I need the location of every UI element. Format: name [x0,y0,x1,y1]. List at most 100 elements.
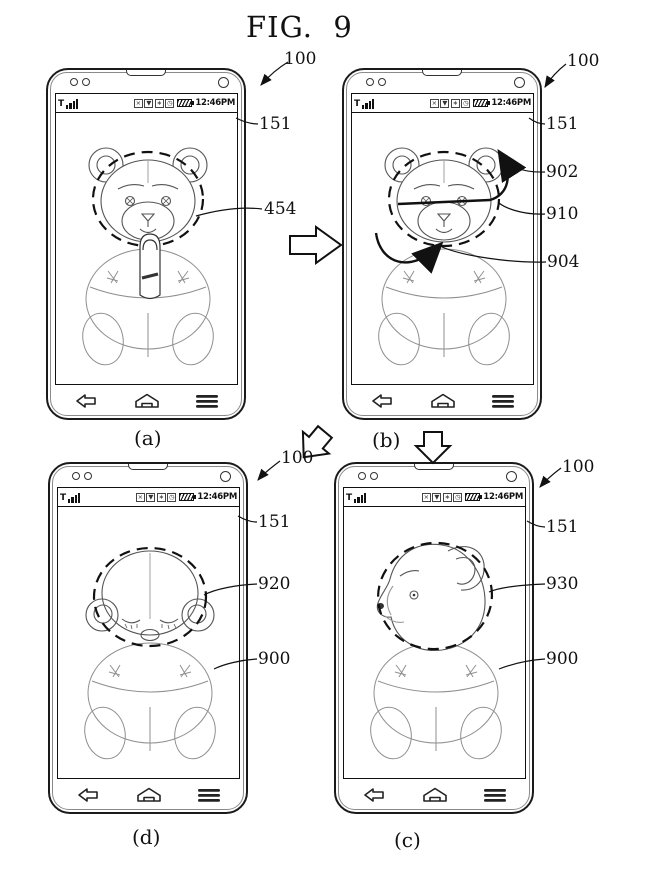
home-button-icon [422,787,448,803]
battery-icon [176,99,194,107]
pointer-line-100-b [544,63,567,89]
caption-d: (d) [132,825,161,849]
back-button-icon [362,787,386,803]
earpiece-speaker [422,70,462,76]
wifi-icon: ▼ [440,98,450,108]
ref-label-151-d: 151 [258,512,291,532]
status-time: 12:46PM [197,492,237,502]
earpiece-speaker [126,70,166,76]
status-time: 12:46PM [491,98,531,108]
sensor-dot-icon [72,472,80,480]
status-bar: T × ▼ ∗ ◷ 12:46PM [58,488,239,507]
bear-body [370,642,502,760]
home-button-icon [134,393,160,409]
close-box-icon: × [429,98,439,108]
ref-label-900-c: 900 [546,649,579,669]
signal-strength-icon: T [60,491,80,503]
pointer-line-100-c [539,467,562,488]
sensor-dot-icon [70,78,78,86]
back-button-icon [370,393,394,409]
back-button-icon [74,393,98,409]
front-camera-icon [218,77,229,88]
wifi-icon: ▼ [146,492,156,502]
menu-button-icon [198,788,220,803]
bluetooth-icon: ∗ [154,98,164,108]
status-time: 12:46PM [483,492,523,502]
close-box-icon: × [421,492,431,502]
ref-label-151-a: 151 [259,114,292,134]
front-camera-icon [514,77,525,88]
bear-head [384,147,504,243]
ref-label-151-c: 151 [546,517,579,537]
pointer-line-100-d [257,460,281,481]
ref-label-930: 930 [546,574,579,594]
display-151-a: T × ▼ ∗ ◷ 12:46PM [55,93,238,385]
signal-strength-icon: T [346,491,366,503]
caption-b: (b) [372,428,401,452]
earpiece-speaker [414,464,454,470]
menu-button-icon [484,788,506,803]
battery-icon [464,493,482,501]
teddy-bear-image-a [82,147,214,366]
phone-c: T × ▼ ∗ ◷ 12:46PM [334,462,534,814]
sensor-dot-icon [370,472,378,480]
teddy-bear-image-d [84,546,216,760]
ref-label-100-b: 100 [567,51,600,71]
close-box-icon: × [133,98,143,108]
front-camera-icon [220,471,231,482]
bluetooth-icon: ∗ [442,492,452,502]
sensor-dot-icon [358,472,366,480]
status-time: 12:46PM [195,98,235,108]
sensor-dot-icon [82,78,90,86]
ref-label-900-d: 900 [258,649,291,669]
signal-strength-icon: T [354,97,374,109]
phone-d: T × ▼ ∗ ◷ 12:46PM [48,462,248,814]
ref-label-100-d: 100 [281,448,314,468]
flow-arrow-down [413,431,453,465]
flow-arrow-right [289,225,343,265]
bear-body [84,642,216,760]
teddy-bear-image-b [374,147,527,366]
ref-label-902: 902 [546,162,579,182]
caption-c: (c) [394,828,421,852]
caption-a: (a) [134,426,162,450]
display-151-d: T × ▼ ∗ ◷ 12:46PM [57,487,240,779]
home-button-icon [136,787,162,803]
phone-b: T × ▼ ∗ ◷ 12:46PM [342,68,542,420]
selected-region-outline [387,150,501,248]
phone-a: T × ▼ ∗ ◷ 12:46PM [46,68,246,420]
bluetooth-icon: ∗ [450,98,460,108]
ref-label-904: 904 [547,252,580,272]
rotated-region-outline-920 [92,546,208,648]
ref-label-454: 454 [264,199,297,219]
bear-head-profile [376,543,486,651]
status-bar: T × ▼ ∗ ◷ 12:46PM [352,94,533,113]
ref-label-100-a: 100 [284,49,317,69]
bear-head [88,147,208,243]
wifi-icon: ▼ [144,98,154,108]
bluetooth-icon: ∗ [156,492,166,502]
alarm-icon: ◷ [453,492,463,502]
soft-key-bar [74,393,218,409]
sensor-dot-icon [84,472,92,480]
ref-label-151-b: 151 [546,114,579,134]
ref-label-910: 910 [546,204,579,224]
sensor-dot-icon [366,78,374,86]
menu-button-icon [196,394,218,409]
back-button-icon [76,787,100,803]
ref-label-100-c: 100 [562,457,595,477]
sensor-dot-icon [378,78,386,86]
touch-finger [139,233,161,300]
home-button-icon [430,393,456,409]
soft-key-bar [370,393,514,409]
status-bar: T × ▼ ∗ ◷ 12:46PM [344,488,525,507]
flick-arrow-904 [374,232,444,274]
bear-head-tilted [85,550,215,642]
wifi-icon: ▼ [432,492,442,502]
alarm-icon: ◷ [165,98,175,108]
teddy-bear-image-c [370,541,502,760]
earpiece-speaker [128,464,168,470]
figure-title: FIG. 9 [246,10,353,44]
display-151-c: T × ▼ ∗ ◷ 12:46PM [343,487,526,779]
